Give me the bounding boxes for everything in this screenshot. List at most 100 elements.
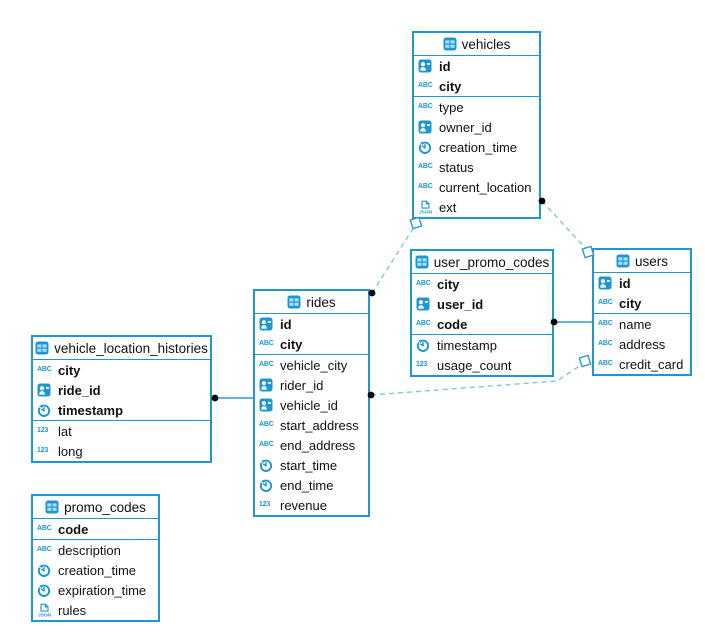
time-type-icon-box	[37, 403, 54, 417]
column-row-start_time[interactable]: start_time	[255, 455, 368, 475]
text-type-icon-box: ABC	[598, 296, 615, 310]
column-row-expiration_time[interactable]: expiration_time	[33, 580, 158, 600]
abc-text-type-icon: ABC	[416, 280, 431, 287]
clock-icon	[37, 564, 51, 577]
time-type-icon-box	[418, 140, 435, 154]
text-type-icon-box: ABC	[418, 180, 435, 194]
column-row-creation_time[interactable]: creation_time	[414, 137, 539, 157]
column-row-user_id[interactable]: user_id	[412, 294, 552, 314]
table-header-users[interactable]: users	[594, 250, 690, 273]
time-type-icon-box	[416, 338, 433, 352]
text-type-icon-box: ABC	[418, 100, 435, 114]
column-row-long[interactable]: 123 long	[33, 441, 210, 461]
column-name: type	[439, 99, 464, 115]
time-type-icon-box	[37, 563, 54, 577]
column-row-city[interactable]: ABC city	[33, 360, 210, 380]
column-row-type[interactable]: ABC type	[414, 97, 539, 117]
table-title: user_promo_codes	[433, 254, 550, 270]
abc-text-type-icon: ABC	[259, 441, 274, 448]
abc-text-type-icon: ABC	[37, 546, 52, 553]
column-row-ride_id[interactable]: ride_id	[33, 380, 210, 400]
column-name: end_address	[280, 437, 356, 453]
abc-text-type-icon: ABC	[37, 366, 52, 373]
abc-text-type-icon: ABC	[418, 163, 433, 170]
column-row-end_address[interactable]: ABC end_address	[255, 435, 368, 455]
column-name: user_id	[437, 296, 484, 312]
abc-text-type-icon: ABC	[418, 103, 433, 110]
column-row-end_time[interactable]: end_time	[255, 475, 368, 495]
abc-text-type-icon: ABC	[598, 360, 613, 367]
number-type-icon-box: 123	[37, 444, 54, 458]
id-type-icon-box	[259, 378, 276, 392]
column-name: start_address	[280, 417, 359, 433]
relation-user_promo_codes-to-users	[550, 318, 593, 326]
abc-text-type-icon: ABC	[259, 340, 274, 347]
table-header-rides[interactable]: rides	[255, 291, 368, 314]
relation-square-endpoint	[578, 354, 592, 368]
column-row-id[interactable]: id	[255, 314, 368, 334]
column-name: city	[58, 362, 81, 378]
text-type-icon-box: ABC	[416, 317, 433, 331]
table-header-promo_codes[interactable]: promo_codes	[33, 496, 158, 519]
column-row-creation_time[interactable]: creation_time	[33, 560, 158, 580]
abc-text-type-icon: ABC	[37, 525, 52, 532]
id-icon	[259, 317, 273, 331]
clock-icon	[37, 584, 51, 597]
table-header-user_promo_codes[interactable]: user_promo_codes	[412, 251, 552, 274]
abc-text-type-icon: ABC	[418, 183, 433, 190]
table-header-vehicle_location_histories[interactable]: vehicle_location_histories	[33, 337, 210, 360]
column-row-owner_id[interactable]: owner_id	[414, 117, 539, 137]
column-name: status	[439, 159, 474, 175]
text-type-icon-box: ABC	[259, 337, 276, 351]
column-name: timestamp	[58, 402, 124, 418]
column-row-id[interactable]: id	[414, 56, 539, 76]
id-icon	[418, 120, 432, 134]
column-row-status[interactable]: ABC status	[414, 157, 539, 177]
column-row-vehicle_id[interactable]: vehicle_id	[255, 395, 368, 415]
column-name: code	[58, 521, 89, 537]
column-row-rider_id[interactable]: rider_id	[255, 375, 368, 395]
column-row-id[interactable]: id	[594, 273, 690, 293]
text-type-icon-box: ABC	[37, 522, 54, 536]
column-row-code[interactable]: ABC code	[33, 519, 158, 539]
column-row-timestamp[interactable]: timestamp	[412, 335, 552, 355]
id-type-icon-box	[418, 59, 435, 73]
table-icon	[35, 341, 49, 355]
table-header-vehicles[interactable]: vehicles	[414, 33, 539, 56]
relation-line	[541, 200, 589, 252]
clock-icon	[418, 141, 432, 154]
id-type-icon-box	[259, 398, 276, 412]
abc-text-type-icon: ABC	[598, 320, 613, 327]
column-row-timestamp[interactable]: timestamp	[33, 400, 210, 420]
column-name: owner_id	[439, 119, 492, 135]
column-name: long	[58, 443, 83, 459]
text-type-icon-box: ABC	[37, 543, 54, 557]
text-type-icon-box: ABC	[37, 363, 54, 377]
